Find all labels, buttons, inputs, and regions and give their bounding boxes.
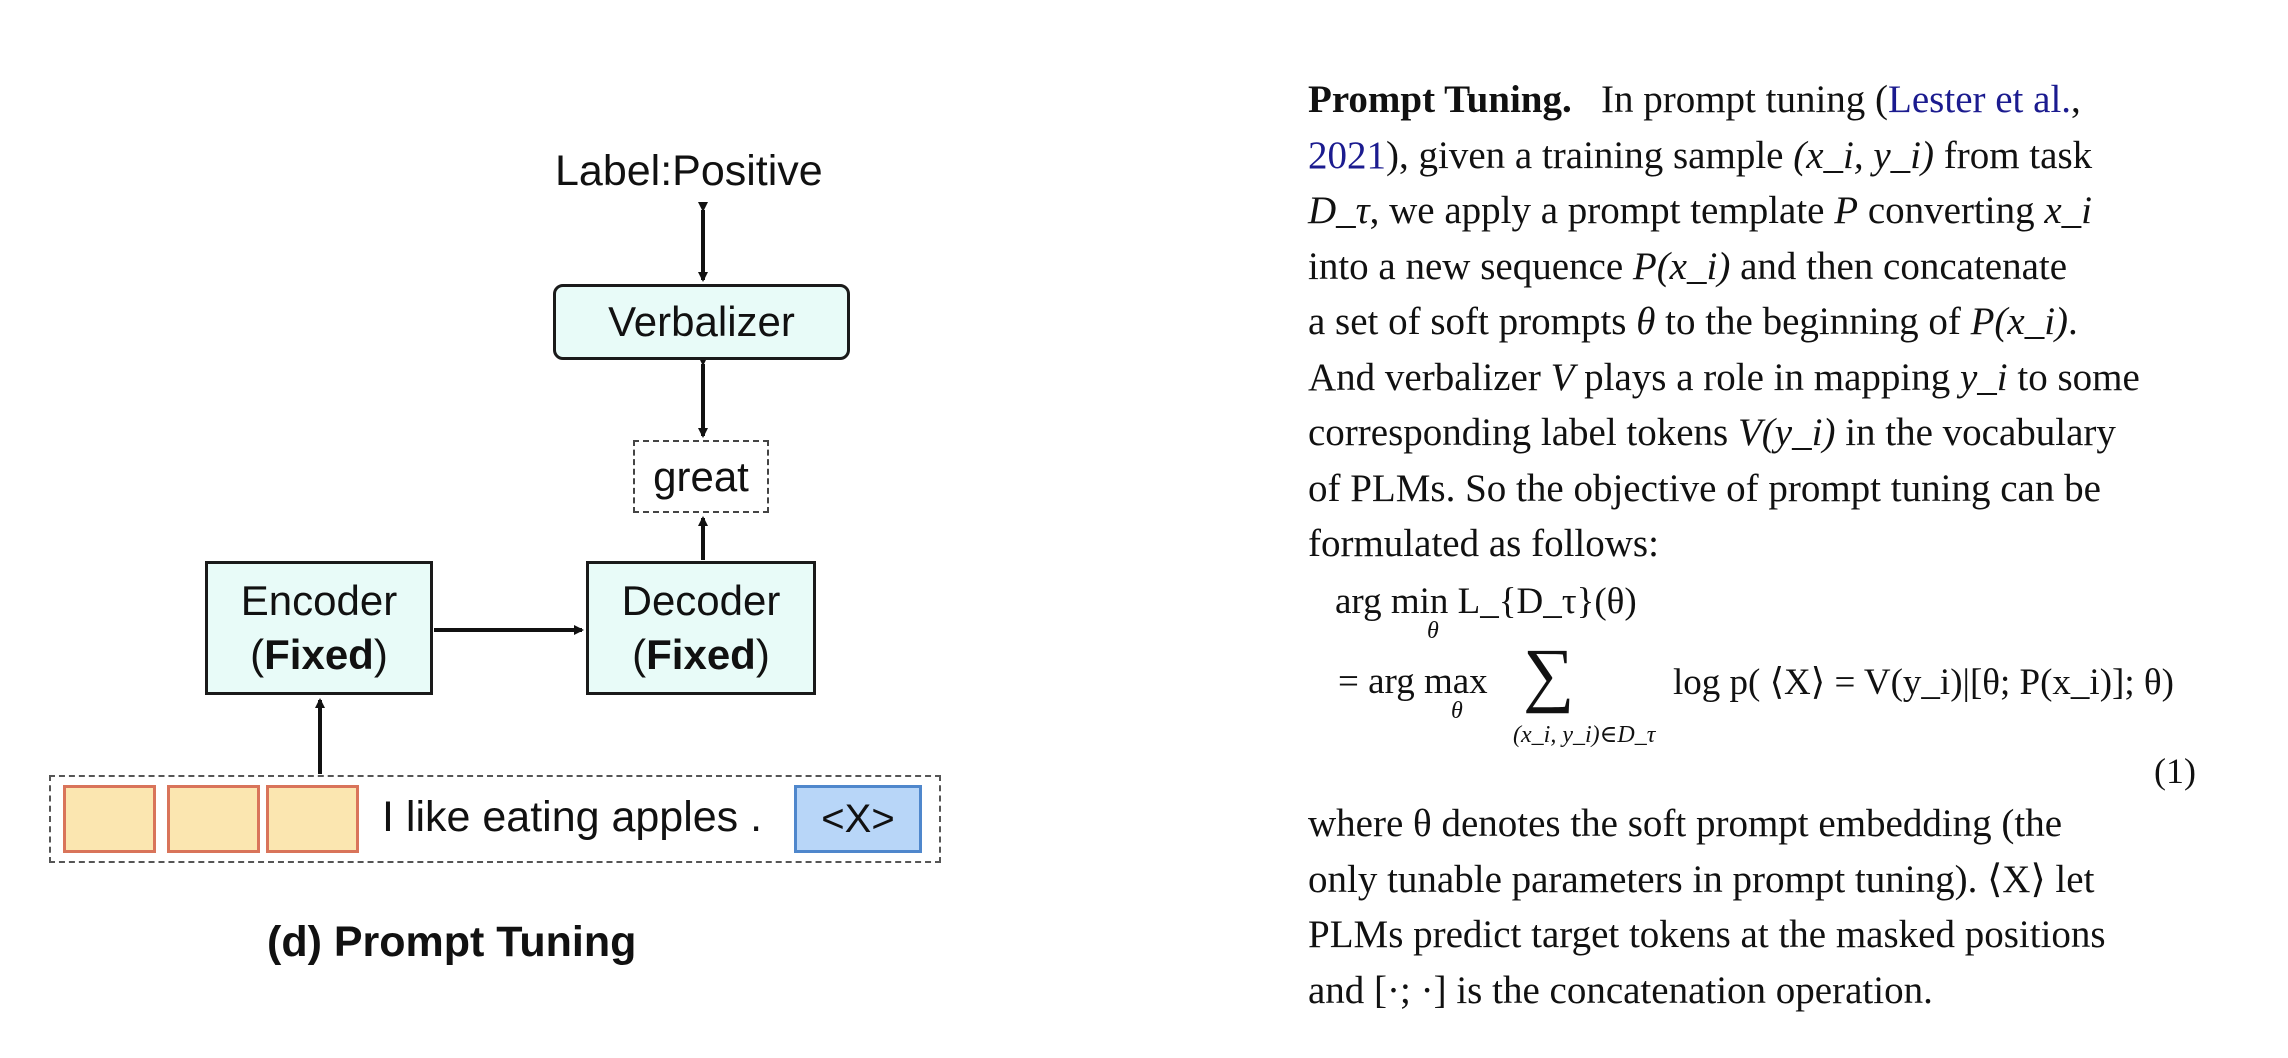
soft-prompt-token-1 [63,785,156,853]
paper-paragraph-continued: where θ denotes the soft prompt embeddin… [1308,796,2196,1018]
section-heading: Prompt Tuning. [1308,78,1572,121]
input-sentence: I like eating apples . [382,793,763,841]
figure-arrows [315,202,708,774]
text-line-4: into a new sequence P(x_i) and then conc… [1308,244,2068,288]
text-line-9: formulated as follows: [1308,522,1659,565]
soft-prompt-token-2 [167,785,260,853]
text-line-5: a set of soft prompts θ to the beginning… [1308,300,2078,343]
equation-line-2-body: log p( ⟨X⟩ = V(y_i)|[θ; P(x_i)]; θ) [1673,662,2174,703]
input-sequence-frame [49,775,941,863]
after-line-2: only tunable parameters in prompt tuning… [1308,857,2095,901]
verbalizer-label: Verbalizer [608,298,795,345]
text-line-8: of PLMs. So the objective of prompt tuni… [1308,466,2101,510]
text-line-7: corresponding label tokens V(y_i) in the… [1308,411,2116,454]
after-line-3: PLMs predict target tokens at the masked… [1308,913,2106,956]
prompt-tuning-figure: Label:Positive Verbalizer great Encoder … [0,0,960,1058]
summation-subscript: (x_i, y_i)∈D_τ [1513,722,1656,748]
answer-token-label: great [653,452,749,500]
figure-caption: (d) Prompt Tuning [267,918,637,966]
text-line-6: And verbalizer V plays a role in mapping… [1308,355,2140,399]
mask-token: <X> [794,785,922,853]
encoder-box: Encoder (Fixed) [205,561,433,695]
after-line-1: where θ denotes the soft prompt embeddin… [1308,802,2063,845]
decoder-label: Decoder [621,577,781,624]
equation-number: (1) [2154,751,2196,791]
soft-prompt-token-3 [266,785,359,853]
decoder-box: Decoder (Fixed) [586,561,816,695]
text-line-3: D_τ, we apply a prompt template P conver… [1308,189,2093,232]
paper-paragraph: Prompt Tuning. In prompt tuning (Lester … [1308,72,2196,572]
citation-link[interactable]: Lester et al. [1888,78,2072,121]
verbalizer-box: Verbalizer [553,284,850,360]
equation-line-1: arg min L_{D_τ}(θ) θ [1335,581,1637,644]
label-positive: Label:Positive [555,147,823,195]
answer-token-box: great [633,440,769,513]
text-line-2: 2021), given a training sample (x_i, y_i… [1308,133,2093,177]
text-line-1: Prompt Tuning. In prompt tuning (Lester … [1308,78,2081,121]
decoder-state: (Fixed) [632,631,770,678]
equation-line-2-prefix: = arg max θ [1338,661,1488,724]
after-line-4: and [·; ·] is the concatenation operatio… [1308,968,1933,1012]
encoder-state: (Fixed) [250,631,388,678]
summation-symbol: ∑ [1523,634,1575,714]
citation-year-link[interactable]: 2021 [1308,133,1386,177]
encoder-label: Encoder [240,577,398,624]
